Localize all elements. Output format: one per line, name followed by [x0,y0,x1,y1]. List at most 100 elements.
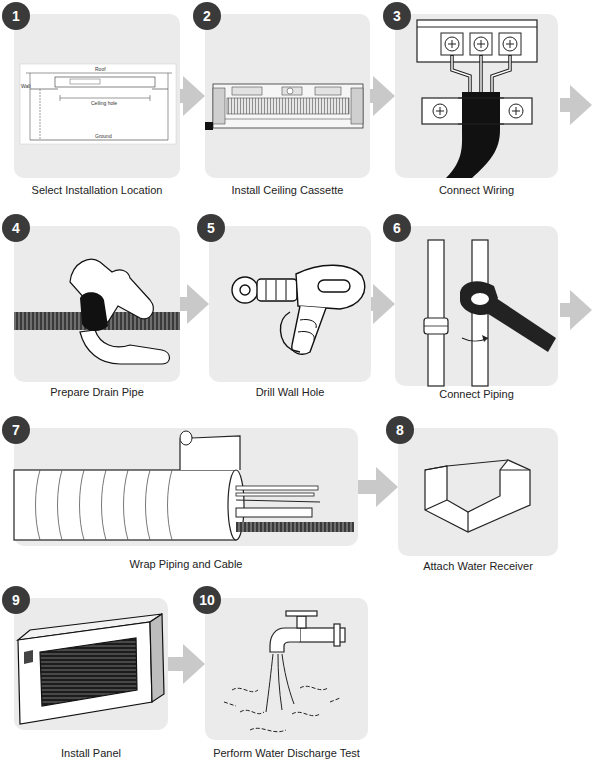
step-caption: Drill Wall Hole [179,386,401,399]
front-panel [18,614,164,724]
step-caption: Install Ceiling Cassette [175,184,400,197]
hand [280,312,300,352]
continue-arrow [560,85,592,125]
step-number-badge: 10 [193,586,221,614]
terminal-screw [441,33,521,55]
flare-nut [424,318,448,334]
tape [80,292,108,331]
ceiling-line [30,89,58,90]
terminal-screw [470,33,492,55]
step-arrow [370,89,383,103]
receiver-body [425,460,530,532]
location-drawing [20,64,176,144]
wire-core [480,56,481,95]
step-number: 9 [12,593,20,607]
continue-arrow [560,290,592,330]
step-number: 6 [393,221,401,235]
wire [479,55,483,96]
step-number: 7 [12,423,20,437]
terminal-wiring [417,20,537,178]
clamp-screw [433,104,447,118]
step-number: 10 [199,593,215,607]
terminal-screw [506,44,514,45]
flare-nut [424,326,448,327]
wrapped-pipes [14,431,354,540]
dimension-tick [60,95,61,101]
dimension-line [60,98,150,99]
step-number: 5 [207,221,215,235]
hand [80,330,170,364]
cassette-part [232,87,262,95]
tape-roll [180,431,192,445]
wrapped-bundle [14,470,236,540]
drill-collar [257,279,297,301]
water-splash [224,702,236,706]
tape-band [36,470,41,540]
panel-end [150,614,164,702]
finger [298,319,316,340]
wire-core [492,56,510,95]
step-panel: Connect Piping6 [395,226,558,386]
corrugated-pipe [14,312,180,330]
terminal-screw [441,33,463,55]
drill-handle [292,306,326,354]
cassette-outline [55,77,155,87]
cassette-unit [205,84,363,130]
step-panel: Prepare Drain Pipe4 [14,226,180,382]
water-splash [330,698,340,702]
faucet-handle [286,611,317,616]
wire-core [452,56,510,95]
cassette-part [70,79,100,84]
clamp-screw [516,107,517,115]
receiver-edge [467,512,468,532]
faucet-stem [297,616,306,628]
step-number-badge: 5 [197,214,225,242]
step-caption: Connect Wiring [365,184,588,197]
turn-arrow-head [482,335,488,342]
tape-band [102,470,107,540]
flare-nut [468,290,492,310]
step-panel: Drill Wall Hole5 [209,226,371,382]
step-number-badge: 2 [193,2,221,30]
water-splash [250,728,286,731]
terminal-screw [445,37,459,51]
step-panel: Perform Water Discharge Test10 [205,598,368,740]
step-number-badge: 6 [383,214,411,242]
tape-band [58,470,63,540]
drill-ridge [266,280,267,300]
cassette-fins [227,98,349,114]
clamp-screw [509,104,523,118]
pipe [428,240,444,386]
step-number-badge: 4 [2,214,30,242]
wire [492,55,510,96]
step-panel: Connect Wiring3 [395,14,558,178]
clamp-screw [436,111,444,112]
panel-face [18,622,152,724]
wire-core [452,56,470,95]
step-number: 4 [12,221,20,235]
wire [452,55,470,96]
ceiling-line [152,89,168,90]
step-panel: Wrap Piping and Cable7 [14,428,358,546]
step-arrow [358,480,386,494]
pipe-wrench [424,240,556,386]
step-number-badge: 9 [2,586,30,614]
water-stream [266,654,273,712]
tape-band [36,470,173,540]
drill-ridge [286,280,287,300]
faucet-test [224,611,345,732]
turn-arrow [462,338,488,341]
drawing-sheet [20,64,176,144]
wall-line [168,73,169,140]
wrench-jaw [460,281,498,315]
panel-top [18,614,162,640]
drain-pipe-hands [14,259,180,364]
step-caption: Connect Piping [365,388,588,401]
panel-display [24,650,33,664]
water-stream [282,654,294,704]
cassette-edge [225,119,351,120]
step-number-badge: 8 [386,416,414,444]
terminal-screw [477,44,485,45]
step-number: 3 [393,9,401,23]
